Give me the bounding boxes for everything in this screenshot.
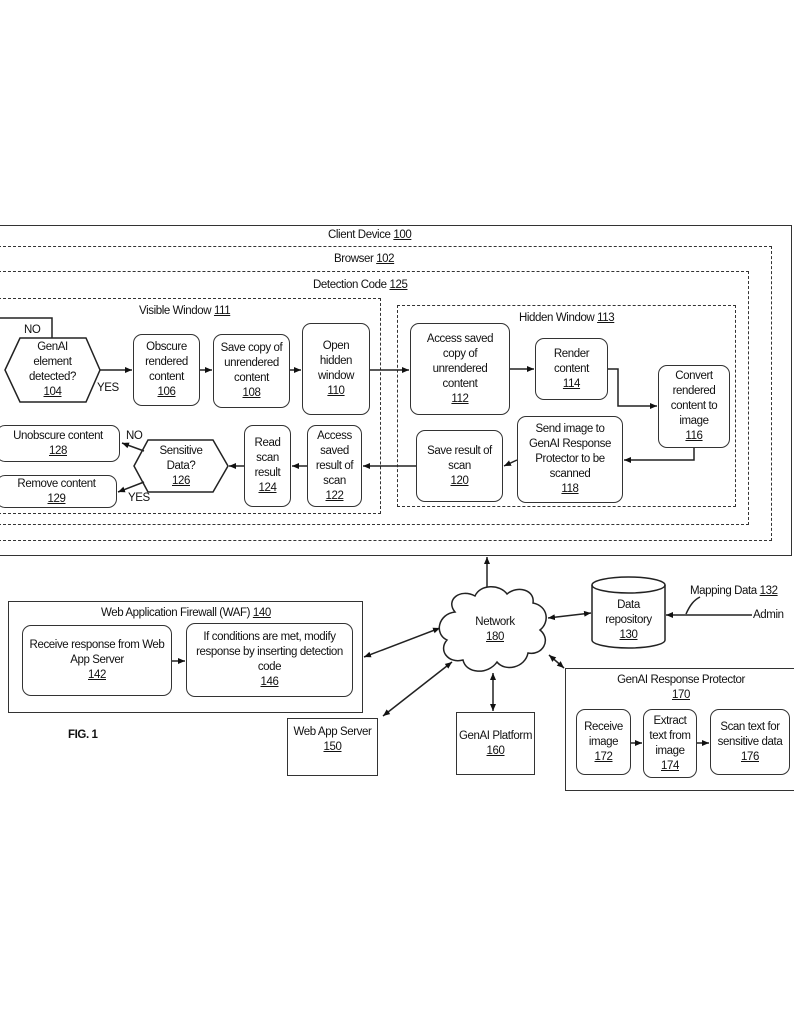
client-device-container <box>0 225 792 556</box>
waf-container <box>8 601 363 713</box>
arrow-waf-network <box>363 627 441 658</box>
browser-container <box>0 246 772 541</box>
arrow-126-128 <box>121 442 145 452</box>
waf-title: Web Application Firewall (WAF) 140 <box>101 607 271 619</box>
arrow-repo-network <box>547 610 592 621</box>
client-device-title: Client Device 100 <box>328 229 412 241</box>
yes-label-126: YES <box>128 492 150 504</box>
step-modify-response: If conditions are met, modify response b… <box>186 623 353 697</box>
detection-code-title: Detection Code 125 <box>313 279 408 291</box>
network-cloud-shape <box>438 586 547 672</box>
mapping-data-leader <box>685 596 701 615</box>
detection-code-container <box>0 271 749 525</box>
arrow-118-120 <box>503 459 518 467</box>
arrow-114-116 <box>608 368 657 409</box>
step-send-image: Send image to GenAI Response Protector t… <box>517 416 623 503</box>
hidden-window-container <box>397 305 736 507</box>
figure-label: FIG. 1 <box>68 729 98 741</box>
arrow-116-118 <box>624 448 695 463</box>
mapping-data-label: Mapping Data 132 <box>690 585 778 597</box>
yes-label-104: YES <box>97 382 119 394</box>
no-label-104: NO <box>24 324 41 336</box>
decision-sensitive-data: Sensitive Data?126 <box>159 444 203 487</box>
decision-genai-element-detected: GenAI element detected?104 <box>29 341 76 398</box>
visible-window-container <box>0 298 381 514</box>
browser-title: Browser 102 <box>334 253 395 265</box>
genai-response-protector-container <box>565 668 794 791</box>
hidden-window-title: Hidden Window 113 <box>519 312 615 324</box>
arrow-protector-network <box>548 654 565 669</box>
no-loop-104 <box>0 317 53 338</box>
admin-label: Admin <box>753 609 784 621</box>
visible-window-title: Visible Window 111 <box>139 305 231 317</box>
no-label-126: NO <box>126 430 143 442</box>
data-repository-cylinder-shape <box>591 576 666 649</box>
arrow-webapp-network <box>382 661 453 717</box>
decision-126-shape <box>133 439 229 493</box>
arrow-126-129 <box>117 481 145 493</box>
